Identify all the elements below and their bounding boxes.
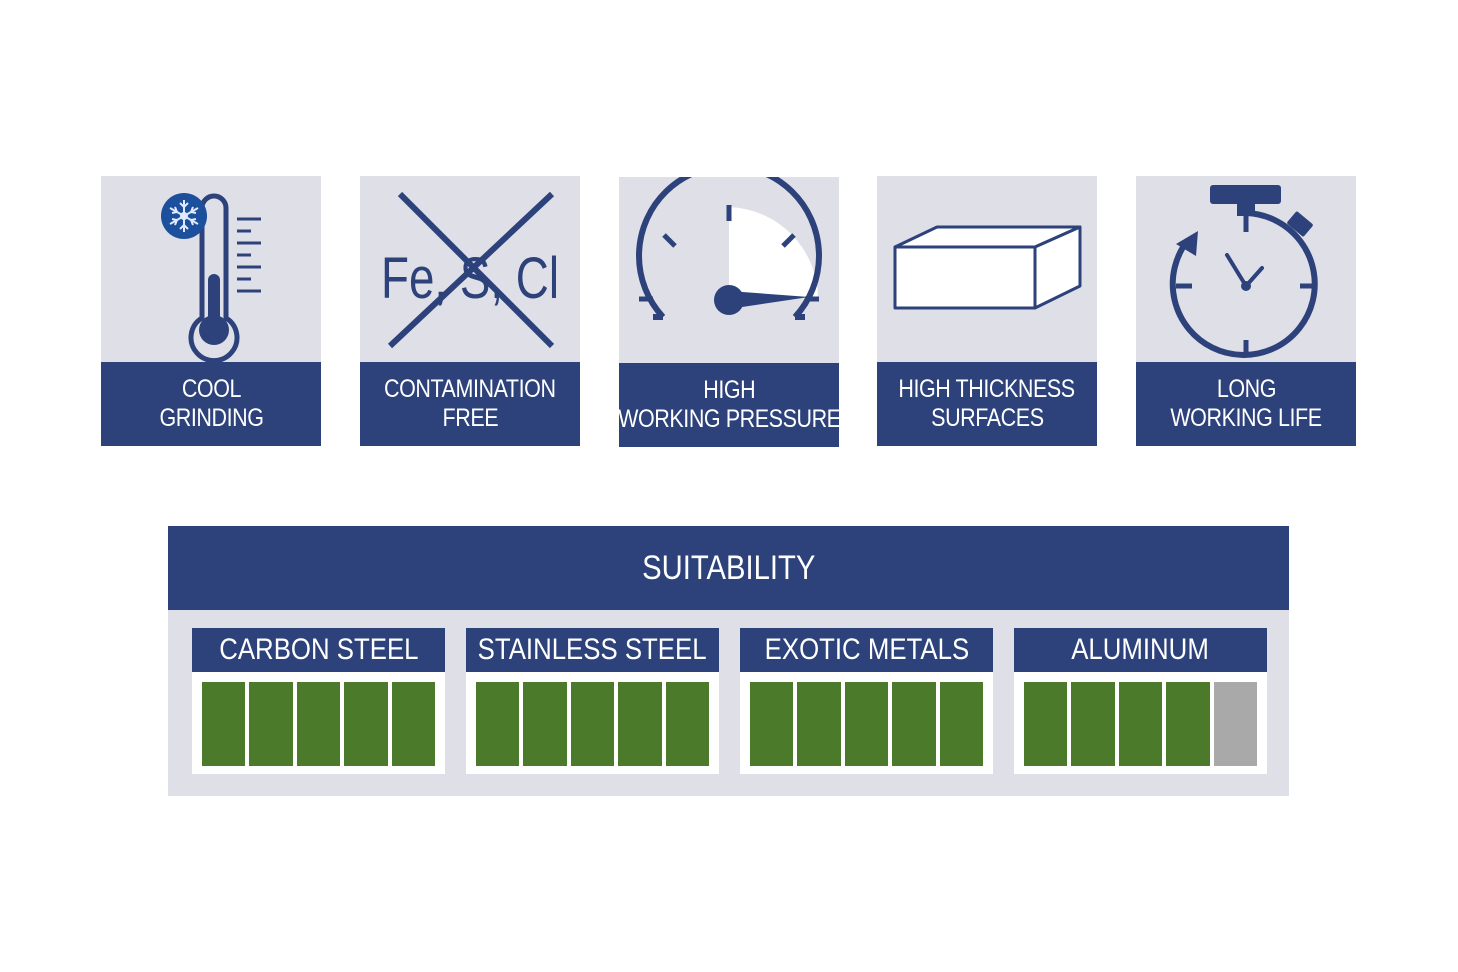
rating-segment-filled (844, 682, 889, 766)
rating-segment-filled (523, 682, 567, 766)
metal-card-carbon-steel: CARBON STEEL (192, 628, 445, 774)
pressure-gauge-icon (619, 177, 839, 363)
rating-segment-filled (939, 682, 984, 766)
rating-segment-filled (1118, 682, 1163, 766)
rating-bar (476, 682, 710, 766)
metal-title: STAINLESS STEEL (466, 628, 719, 672)
feature-label: HIGH WORKING PRESSURE (618, 363, 841, 447)
suitability-title: SUITABILITY (641, 548, 816, 587)
rating-segment-filled (1024, 682, 1068, 766)
metal-card-aluminum: ALUMINUM (1014, 628, 1267, 774)
rating-segment-filled (665, 682, 710, 766)
rating-bar (1024, 682, 1258, 766)
rating-segment-filled (476, 682, 520, 766)
rating-segment-filled (391, 682, 436, 766)
feature-label: COOL GRINDING (101, 362, 321, 446)
thermometer-snowflake-icon (101, 176, 321, 362)
thick-block-icon (877, 176, 1097, 362)
crossed-out-elements-icon: Fe, S, Cl (360, 176, 580, 362)
metal-card-stainless-steel: STAINLESS STEEL (466, 628, 719, 774)
metal-title: EXOTIC METALS (740, 628, 993, 672)
rating-segment-filled (1071, 682, 1115, 766)
rating-segment-filled (618, 682, 662, 766)
rating-segment-filled (296, 682, 341, 766)
rating-segment-filled (750, 682, 794, 766)
feature-high-thickness-surfaces: HIGH THICKNESS SURFACES (877, 176, 1097, 446)
metal-title: ALUMINUM (1014, 628, 1267, 672)
rating-segment-filled (892, 682, 936, 766)
suitability-header: SUITABILITY (168, 526, 1289, 610)
feature-high-working-pressure: HIGH WORKING PRESSURE (618, 177, 841, 447)
rating-segment-filled (202, 682, 246, 766)
stopwatch-icon (1136, 176, 1356, 362)
feature-label: CONTAMINATION FREE (360, 362, 580, 446)
element-symbols-text: Fe, S, Cl (381, 246, 559, 311)
rating-bar (750, 682, 984, 766)
feature-cool-grinding: COOL GRINDING (101, 176, 321, 446)
feature-contamination-free: Fe, S, Cl CONTAMINATION FREE (360, 176, 580, 446)
rating-segment-filled (1166, 682, 1210, 766)
suitability-panel: SUITABILITY CARBON STEEL STAINLESS STEEL… (168, 526, 1289, 796)
feature-label: HIGH THICKNESS SURFACES (877, 362, 1097, 446)
rating-segment-filled (797, 682, 841, 766)
rating-segment-filled (570, 682, 615, 766)
feature-long-working-life: LONG WORKING LIFE (1136, 176, 1356, 446)
metal-title: CARBON STEEL (192, 628, 445, 672)
rating-segment-filled (344, 682, 388, 766)
rating-bar (202, 682, 436, 766)
rating-segment-empty (1213, 682, 1258, 766)
rating-segment-filled (249, 682, 293, 766)
metal-card-exotic-metals: EXOTIC METALS (740, 628, 993, 774)
feature-label: LONG WORKING LIFE (1136, 362, 1356, 446)
